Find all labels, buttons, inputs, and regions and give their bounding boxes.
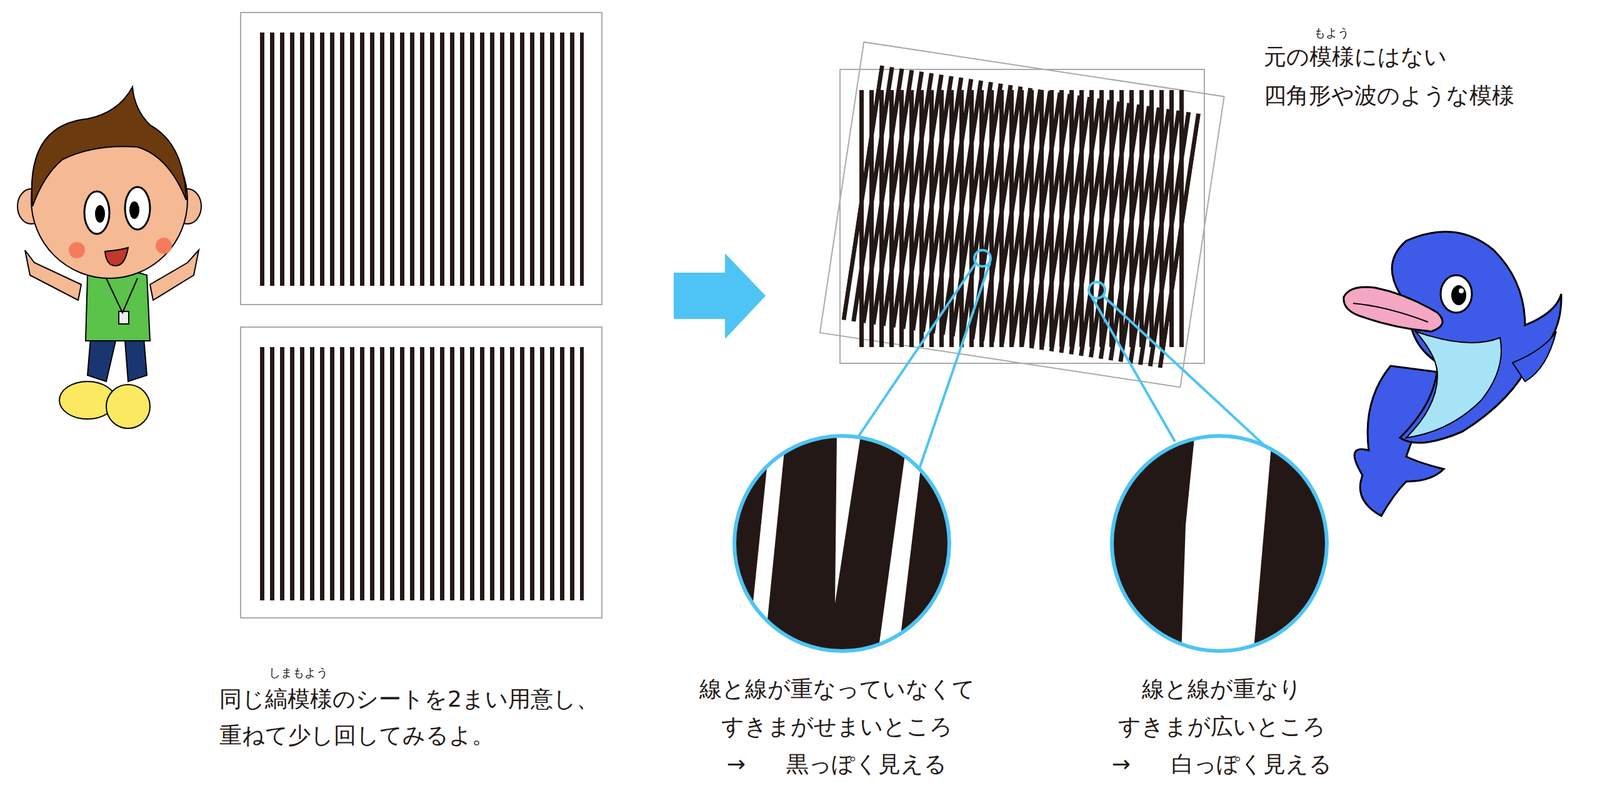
ruby-reading: もよう: [1308, 25, 1354, 40]
explanation-text: 線と線が重なっていなくて すきまがせまいところ → 黒っぽく見える: [699, 670, 975, 783]
overlapped-sheets: [820, 41, 1225, 387]
ruby-reading: しまもよう: [264, 664, 332, 680]
instruction-text: 同じ縞模様のシートを2まい用意し、 重ねて少し回してみるよ。: [219, 680, 607, 754]
striped-sheet: [240, 326, 602, 618]
dolphin-character: [1343, 231, 1562, 516]
note-text: 元の模様にはない 四角形や波のような模様: [1263, 37, 1502, 115]
boy-character: [17, 86, 202, 429]
magnifier-dark: [731, 431, 957, 657]
explanation-text: 線と線が重なり すきまが広いところ → 白っぽく見える: [1109, 670, 1335, 783]
flow-arrow: [673, 253, 766, 339]
magnifier-light: [1106, 431, 1338, 657]
striped-sheet: [240, 12, 602, 305]
